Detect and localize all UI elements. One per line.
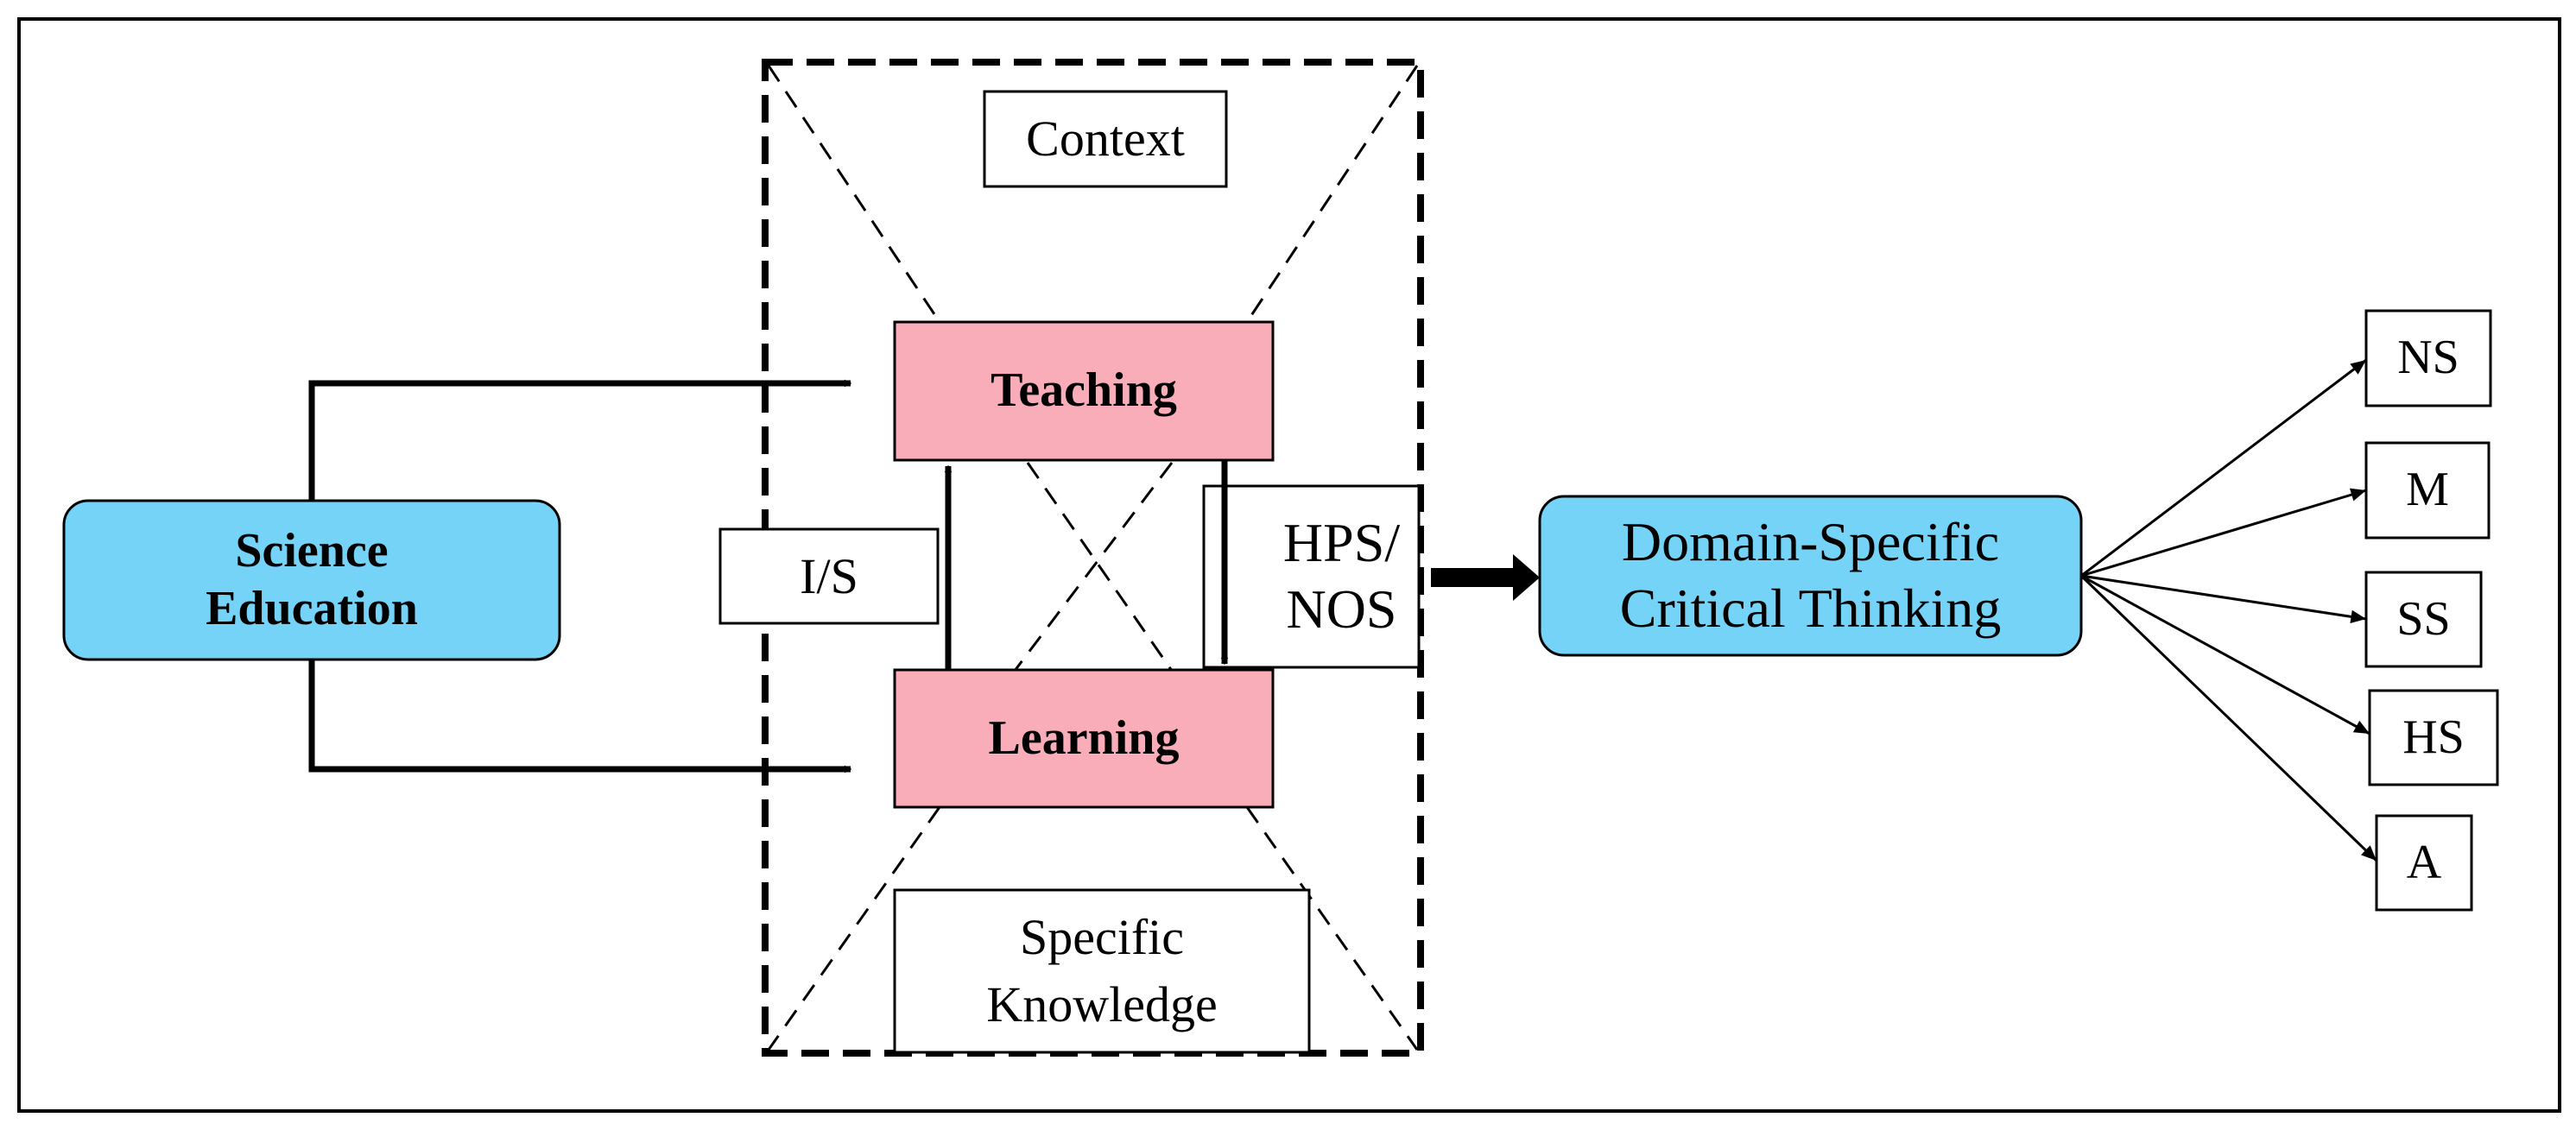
- diagonal-top-left: [767, 65, 941, 323]
- diagonal-bottom-right: [1245, 806, 1419, 1051]
- context-label: Context: [1026, 110, 1185, 167]
- arrow-to-domain-specific: [1431, 554, 1540, 601]
- arrow-to-ss: [2080, 574, 2367, 623]
- hps-nos-label: HPS/ NOS: [1282, 512, 1401, 640]
- output-box-a: [2375, 814, 2473, 912]
- domain-specific-label: Domain-Specific Critical Thinking: [1619, 511, 2002, 639]
- output-box-ss: [2364, 571, 2483, 668]
- output-box-ns: [2364, 309, 2492, 407]
- diagonal-bottom-left: [767, 806, 941, 1051]
- arrow-to-hs: [2080, 574, 2370, 735]
- science-education-label: Science Education: [206, 523, 418, 635]
- diagonal-middle-1: [1026, 462, 1174, 672]
- is-box: [718, 527, 940, 625]
- output-label-ss: SS: [2396, 591, 2451, 646]
- diagonal-top-right: [1245, 65, 1419, 323]
- teaching-label: Teaching: [991, 363, 1177, 418]
- is-label: I/S: [800, 547, 858, 604]
- diagonal-middle-2: [1013, 462, 1174, 672]
- learning-label: Learning: [988, 710, 1180, 765]
- learning-node: [893, 668, 1275, 809]
- output-label-a: A: [2406, 835, 2442, 889]
- arrow-science-to-teaching: [308, 383, 851, 501]
- specific-knowledge-label: Specific Knowledge: [986, 908, 1218, 1032]
- outer-frame: [17, 17, 2561, 1113]
- arrow-science-to-learning: [308, 660, 851, 769]
- output-box-hs: [2368, 689, 2499, 786]
- output-label-m: M: [2406, 463, 2449, 517]
- output-label-hs: HS: [2402, 710, 2465, 764]
- hps-nos-box: [1202, 484, 1421, 669]
- teaching-node: [893, 320, 1275, 462]
- output-label-ns: NS: [2397, 331, 2459, 385]
- arrow-to-m: [2080, 488, 2367, 578]
- context-box: [983, 90, 1228, 188]
- output-box-m: [2364, 441, 2491, 540]
- arrow-to-ns: [2080, 358, 2367, 578]
- arrow-to-a: [2079, 574, 2378, 862]
- specific-knowledge-box: [893, 888, 1311, 1054]
